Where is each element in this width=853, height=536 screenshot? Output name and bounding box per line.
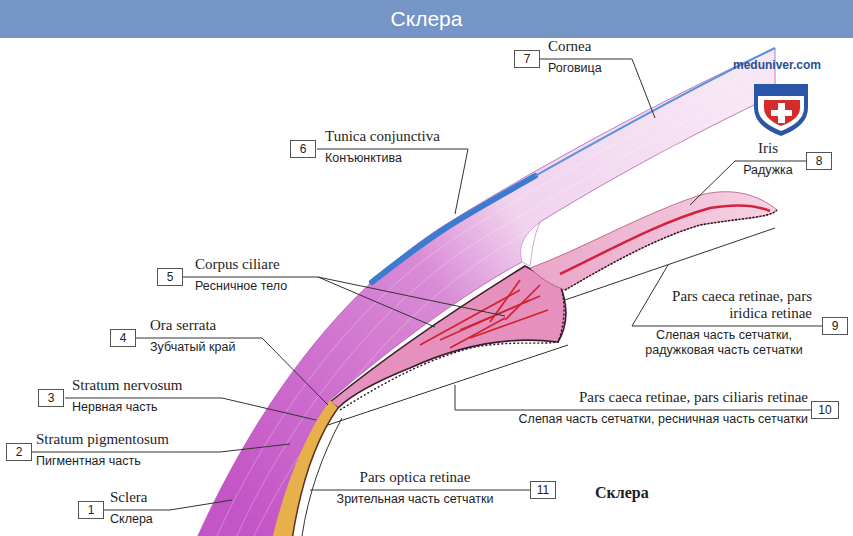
latin-label: Cornea [548,38,591,55]
latin-label: Ora serrata [150,317,216,334]
callout-number: 10 [811,401,838,419]
site-logo [754,84,808,136]
leader-lines [32,59,808,510]
bracket-lines [302,228,823,536]
latin-label: Sclera [110,489,147,506]
callout-number-text: 9 [829,319,841,333]
iris-pigment [565,210,777,290]
callout-number-text: 8 [813,154,825,168]
russian-label: Слепая часть сетчатки, ресничная часть с… [519,412,808,427]
iris-stroma [560,205,770,274]
russian-label: Пигментная часть [36,454,141,469]
callout-number: 8 [806,152,832,170]
callout-number-text: 1 [85,503,97,517]
chamber-angle [521,222,540,266]
callout-number-text: 7 [521,52,533,66]
callout-number-text: 4 [117,331,129,345]
watermark: meduniver.com [733,58,821,72]
ciliary-processes [340,285,564,410]
callout-number: 9 [822,317,848,335]
callout-number-text: 6 [297,142,309,156]
callout-number: 6 [290,140,316,158]
callout-number: 11 [530,481,556,499]
callout-number: 7 [514,50,540,68]
latin-label: Iris [758,140,778,157]
callout-number: 5 [157,268,183,286]
conjunctiva [372,176,535,282]
ciliary-muscle [420,280,548,348]
callout-number: 3 [38,389,64,407]
russian-label: Ресничное тело [195,279,287,294]
figure-caption: Склера [595,484,649,502]
callout-number-text: 11 [537,483,549,497]
retina-inner-line [292,408,338,536]
latin-label: Stratum nervosum [72,377,182,394]
russian-label: Роговица [548,61,602,76]
russian-label: Конъюнктива [325,151,402,166]
latin-label: Pars caeca retinae, pars iridica retinae [640,288,812,322]
latin-label: Corpus ciliare [195,256,280,273]
russian-label: Склера [110,512,153,527]
latin-label: Pars optica retinae [360,469,471,486]
callout-number: 2 [6,443,32,461]
russian-label: Радужка [743,163,793,178]
russian-label: Зубчатый край [150,340,235,355]
callout-number: 1 [78,501,104,519]
callout-number-text: 2 [13,445,25,459]
iris [530,192,777,290]
latin-label: Pars caeca retinae, pars ciliaris retina… [579,389,808,406]
retina-pigment [272,400,338,536]
russian-label: Зрительная часть сетчатки [337,492,494,507]
callout-number-text: 10 [818,403,831,417]
callout-number: 4 [110,329,136,347]
latin-label: Tunica conjunctiva [325,128,440,145]
title-bar: Склера [0,0,853,38]
russian-label: Нервная часть [72,400,158,415]
title-text: Склера [391,7,463,31]
callout-number-text: 5 [164,270,176,284]
russian-label: Слепая часть сетчатки, радужковая часть … [638,328,810,358]
latin-label: Stratum pigmentosum [36,431,169,448]
callout-number-text: 3 [45,391,57,405]
